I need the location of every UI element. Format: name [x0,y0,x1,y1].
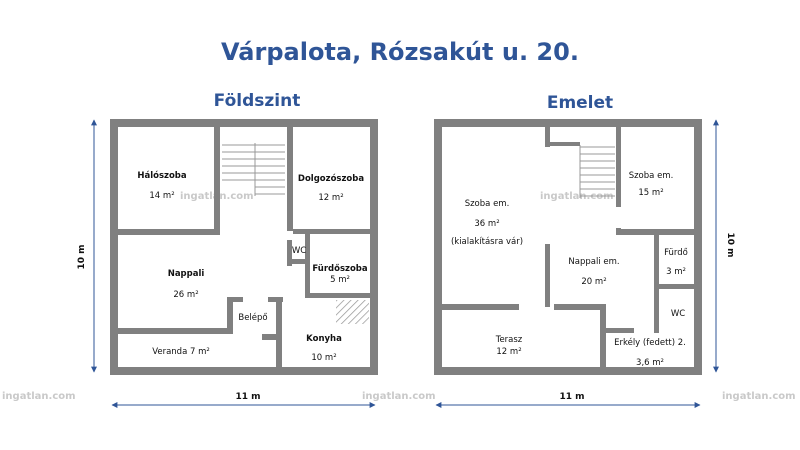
floor-title-ground: Földszint [214,91,301,111]
room-furdo-area: 5 m² [330,275,350,285]
ground-floor-plan: Hálószoba 14 m² Dolgozószoba 12 m² WC Fü… [77,119,378,408]
room-belepo-label: Belépő [238,312,267,323]
watermark-center: ingatlan.com [362,391,436,402]
room-nappali-area: 26 m² [173,290,198,300]
room-wc-label: WC [292,246,306,256]
floor-title-upper: Emelet [547,93,613,113]
room-halo-area: 14 m² [149,191,174,201]
watermark-plan2: ingatlan.com [540,191,614,202]
upper-terasz-label: Terasz [495,335,523,345]
upper-erkely-label: Erkély (fedett) 2. [614,337,686,348]
upper-room2-area: 15 m² [638,188,663,198]
room-konyha-area: 10 m² [311,353,336,363]
room-halo-label: Hálószoba [137,170,187,181]
ground-height-label: 10 m [77,244,87,269]
upper-furdo-area: 3 m² [666,267,686,277]
upper-wc-label: WC [671,309,685,319]
upper-furdo-label: Fürdő [664,248,688,258]
ground-width-label: 11 m [235,392,260,402]
upper-nappali-label: Nappali em. [568,257,619,267]
room-konyha-label: Konyha [306,334,342,344]
upper-floor-plan: Szoba em. 36 m² (kialakításra vár) Szoba… [434,119,735,408]
room-nappali-label: Nappali [168,269,205,279]
room-veranda-label: Veranda 7 m² [152,347,210,357]
ground-walls [110,119,378,375]
upper-erkely-area: 3,6 m² [636,358,664,368]
upper-room2-label: Szoba em. [629,171,674,181]
upper-nappali-area: 20 m² [581,277,606,287]
watermark-left: ingatlan.com [2,391,76,402]
room-furdo-label: Fürdőszoba [312,264,367,274]
upper-room1-area: 36 m² [474,219,499,229]
kitchen-hatch [336,300,369,324]
upper-width-label: 11 m [559,392,584,402]
page-title: Várpalota, Rózsakút u. 20. [221,38,579,66]
upper-height-label: 10 m [725,232,735,257]
upper-stairs [579,145,615,198]
ground-stairs [222,143,285,196]
watermark-right: ingatlan.com [722,391,796,402]
upper-room1-label: Szoba em. [465,199,510,209]
room-dolgozo-label: Dolgozószoba [298,173,364,184]
upper-room1-note: (kialakításra vár) [451,237,523,247]
room-dolgozo-area: 12 m² [318,193,343,203]
upper-walls [434,119,702,375]
upper-terasz-area: 12 m² [496,347,521,357]
